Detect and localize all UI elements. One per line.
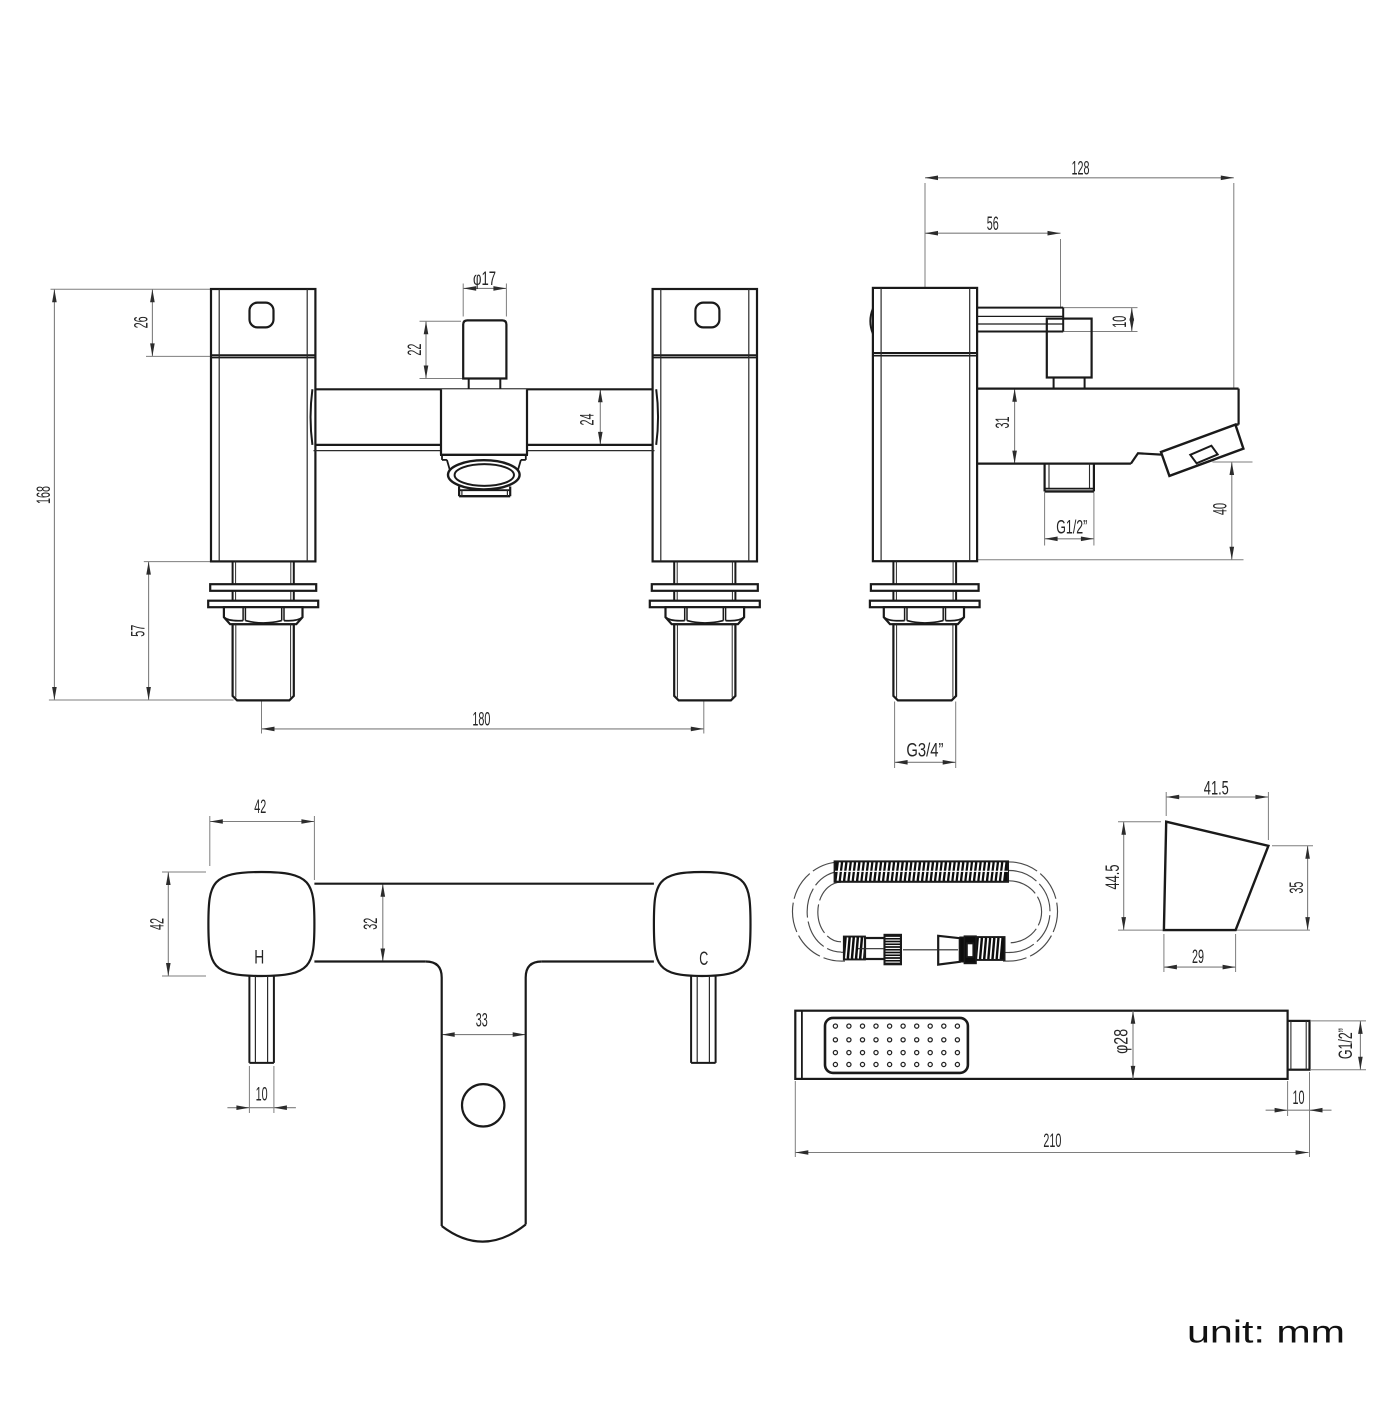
svg-text:57: 57	[127, 625, 149, 637]
svg-text:22: 22	[404, 344, 426, 356]
svg-text:180: 180	[472, 709, 490, 731]
svg-text:41.5: 41.5	[1204, 777, 1229, 799]
svg-text:24: 24	[577, 413, 599, 425]
svg-text:10: 10	[1109, 316, 1131, 328]
svg-text:G3/4”: G3/4”	[906, 739, 943, 761]
svg-text:H: H	[254, 947, 264, 969]
svg-text:35: 35	[1286, 882, 1308, 894]
svg-text:10: 10	[1293, 1087, 1305, 1109]
svg-text:unit: mm: unit: mm	[1187, 1314, 1345, 1350]
svg-text:44.5: 44.5	[1102, 864, 1124, 889]
svg-text:31: 31	[992, 417, 1014, 429]
svg-text:168: 168	[33, 486, 55, 504]
svg-text:128: 128	[1072, 157, 1090, 179]
svg-text:32: 32	[360, 918, 382, 930]
svg-text:33: 33	[476, 1010, 488, 1032]
svg-text:40: 40	[1209, 503, 1231, 515]
svg-text:210: 210	[1043, 1130, 1061, 1152]
svg-text:φ17: φ17	[473, 268, 496, 290]
svg-text:10: 10	[256, 1084, 268, 1106]
svg-text:56: 56	[987, 213, 999, 235]
svg-text:42: 42	[147, 918, 169, 930]
svg-text:G1/2”: G1/2”	[1335, 1028, 1357, 1059]
svg-text:26: 26	[131, 316, 153, 328]
svg-text:φ28: φ28	[1110, 1029, 1132, 1054]
svg-text:G1/2”: G1/2”	[1056, 516, 1087, 538]
svg-text:29: 29	[1192, 946, 1204, 968]
svg-text:C: C	[699, 948, 708, 970]
svg-text:42: 42	[254, 796, 266, 818]
